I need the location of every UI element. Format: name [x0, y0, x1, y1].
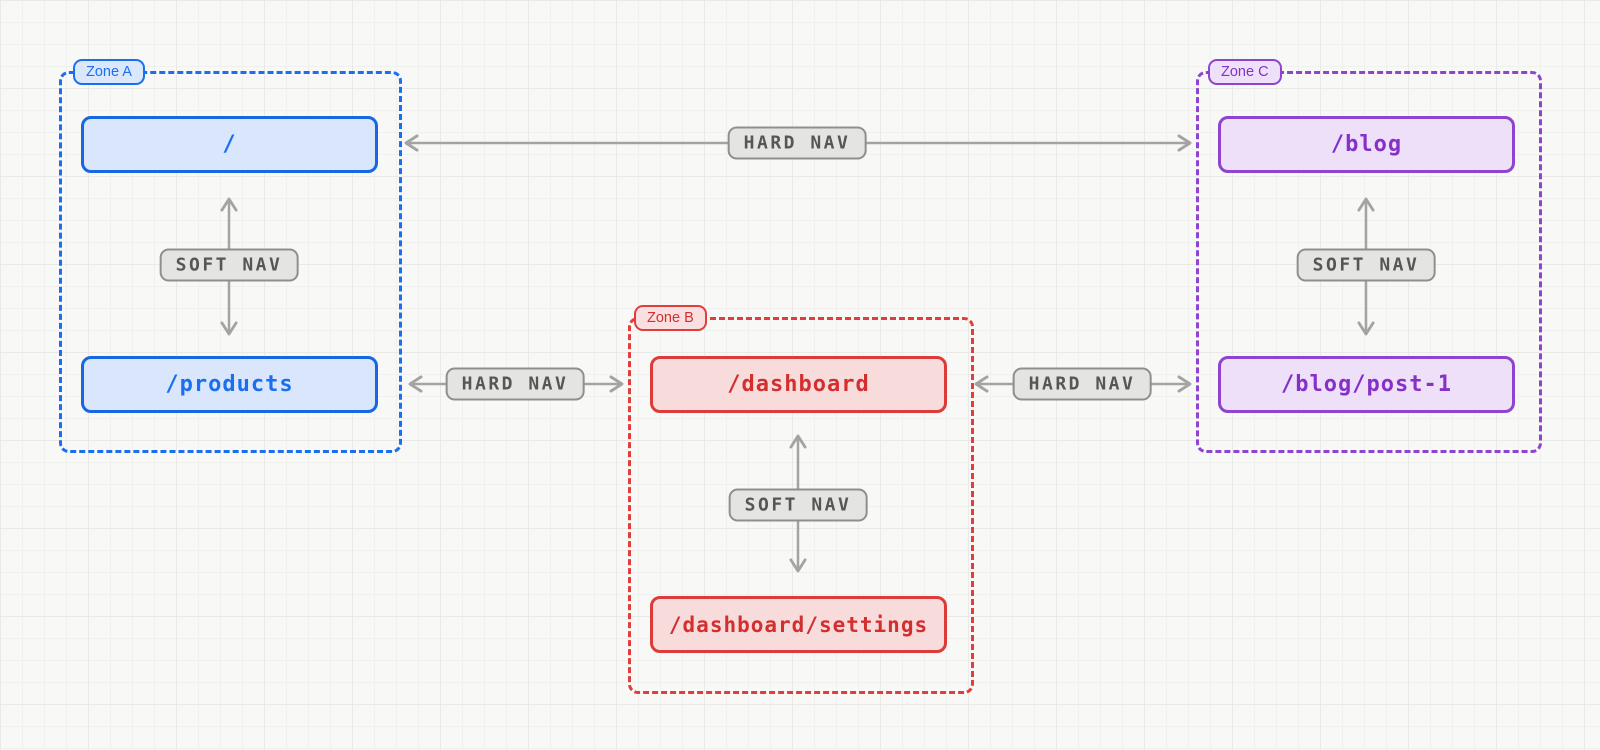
- edge-label-soft-nav-zone-a: SOFT NAV: [159, 248, 299, 282]
- edge-label-hard-nav-root-blog: HARD NAV: [727, 126, 867, 160]
- zone-b-boundary: [628, 317, 974, 694]
- edge-label-soft-nav-zone-c: SOFT NAV: [1296, 248, 1436, 282]
- node-route-blog: /blog: [1218, 116, 1515, 173]
- zone-a-badge: Zone A: [73, 59, 145, 85]
- node-route-blog-post-1: /blog/post-1: [1218, 356, 1515, 413]
- edge-label-hard-nav-products-dashboard: HARD NAV: [445, 367, 585, 401]
- zone-c-badge: Zone C: [1208, 59, 1282, 85]
- zone-c-boundary: [1196, 71, 1542, 453]
- node-route-root: /: [81, 116, 378, 173]
- node-route-dashboard: /dashboard: [650, 356, 947, 413]
- node-route-products: /products: [81, 356, 378, 413]
- edge-label-soft-nav-zone-b: SOFT NAV: [728, 488, 868, 522]
- edge-label-hard-nav-dashboard-post1: HARD NAV: [1012, 367, 1152, 401]
- node-route-dashboard-settings: /dashboard/settings: [650, 596, 947, 653]
- zone-b-badge: Zone B: [634, 305, 707, 331]
- zone-a-boundary: [59, 71, 402, 453]
